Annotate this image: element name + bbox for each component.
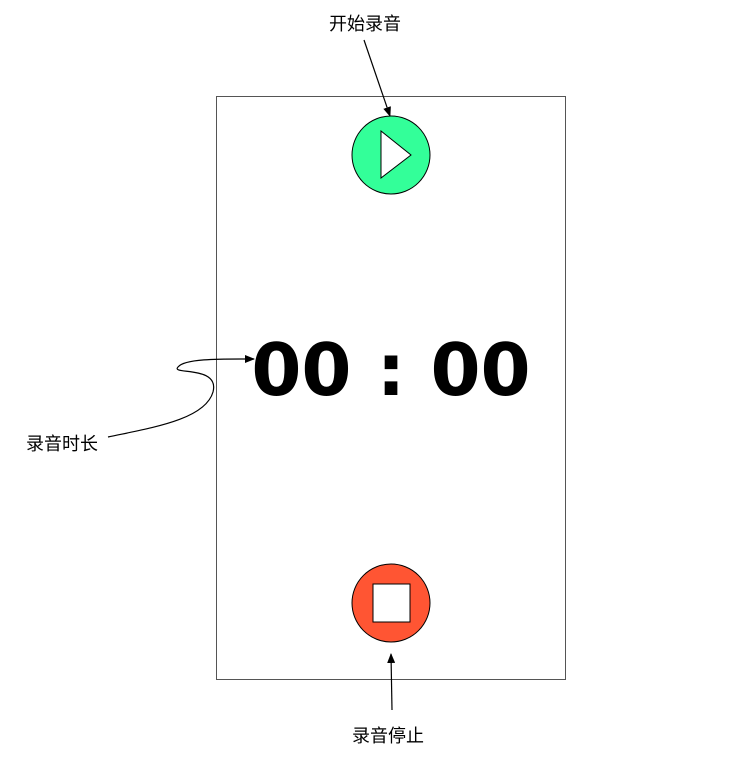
play-icon [380,129,412,180]
duration-annotation-arrow [107,354,255,438]
stop-icon [372,583,411,623]
stop-recording-label: 录音停止 [352,726,424,747]
start-recording-label: 开始录音 [329,14,401,35]
start-recording-button[interactable] [351,115,431,195]
stop-recording-button[interactable] [351,563,431,643]
start-annotation-arrow [363,39,391,117]
recording-duration-label: 录音时长 [26,434,98,455]
recording-timer: 00 : 00 [251,328,531,412]
stop-annotation-arrow [387,653,396,711]
